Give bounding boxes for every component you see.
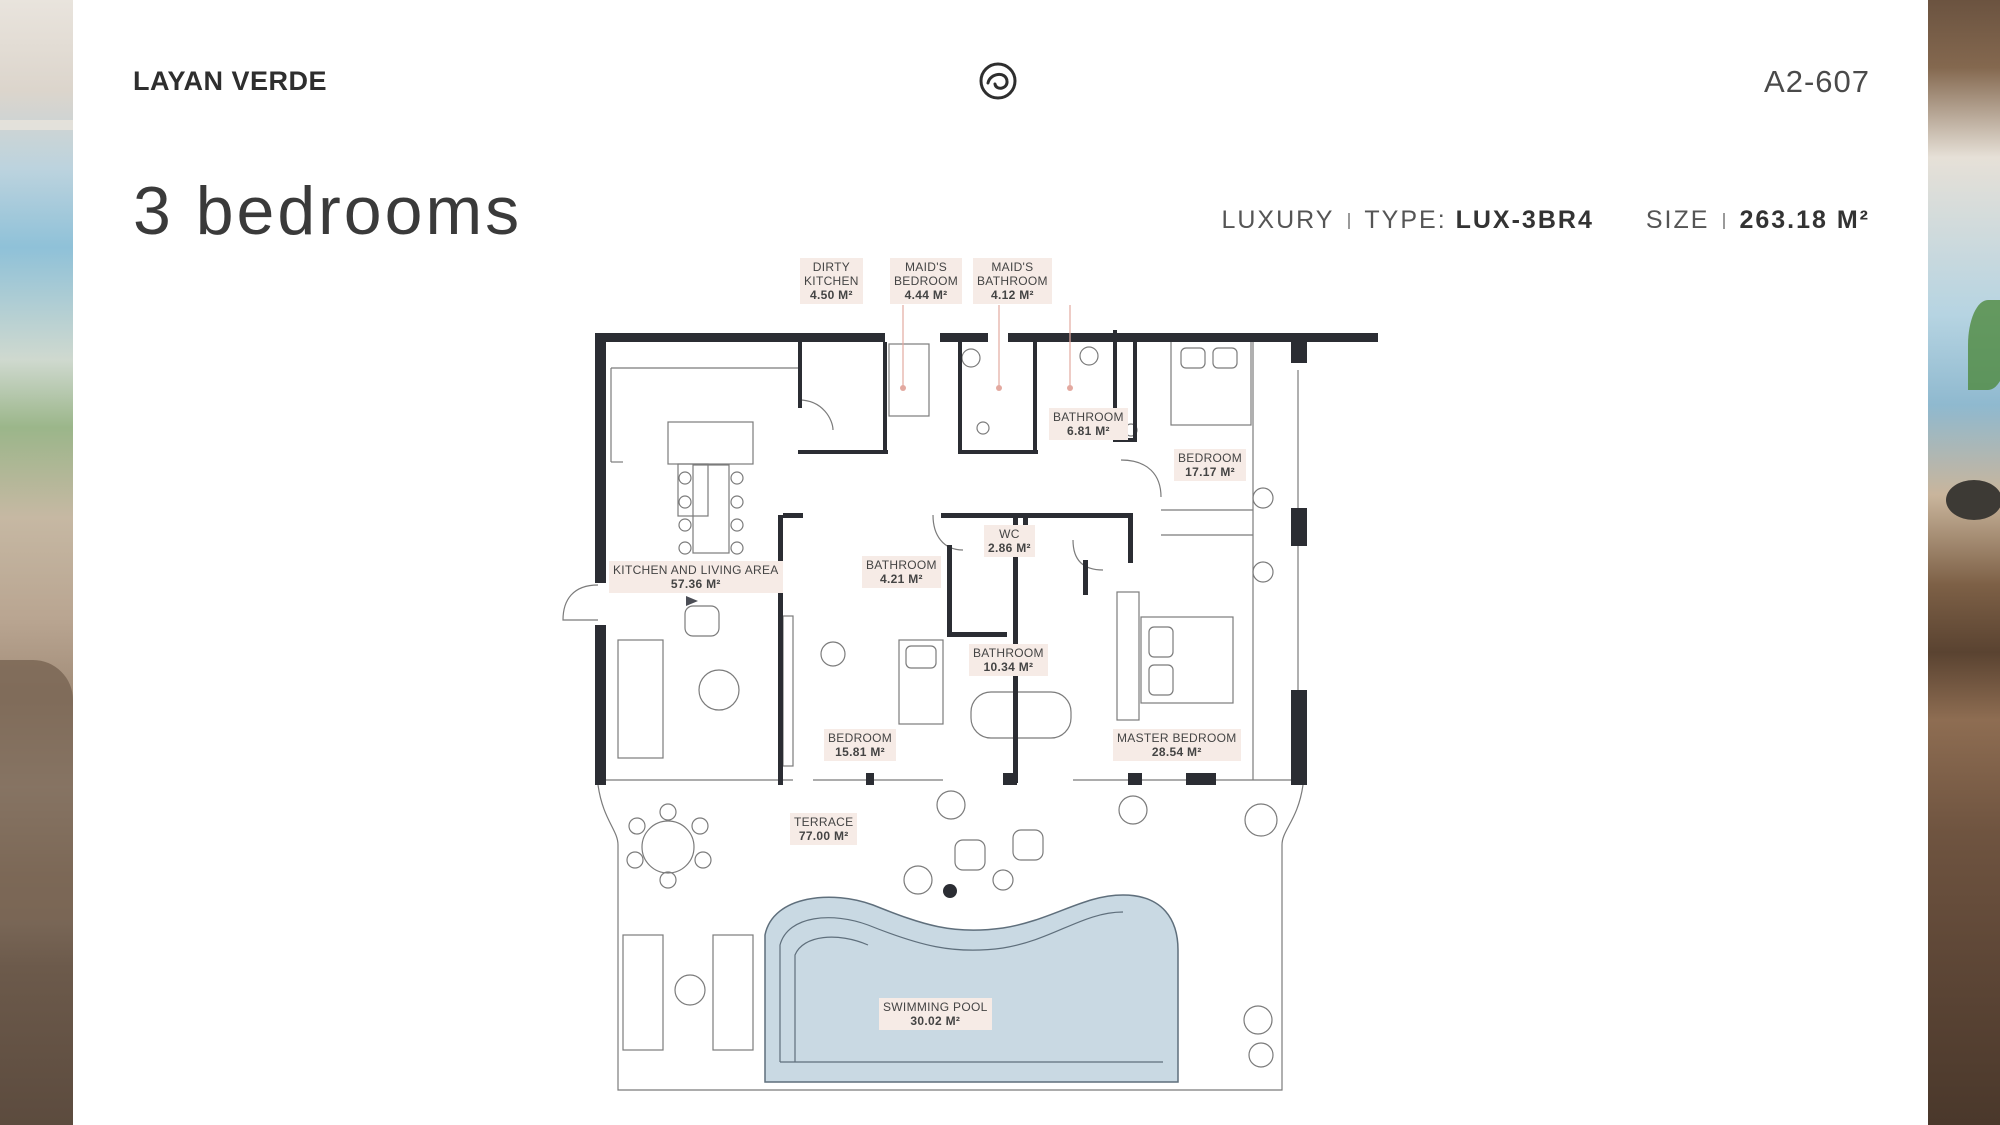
room-name: MAID'S <box>991 260 1034 274</box>
room-area: 4.12 M² <box>991 288 1034 302</box>
room-area: 30.02 M² <box>910 1014 961 1028</box>
room-name: KITCHEN <box>804 274 859 288</box>
balcony-rail <box>0 120 73 130</box>
room-area: 77.00 M² <box>798 829 849 843</box>
room-label-maids-bedroom: MAID'S BEDROOM 4.44 M² <box>890 258 963 304</box>
armchair <box>0 660 73 920</box>
room-name: DIRTY <box>812 260 851 274</box>
brand-name: LAYAN VERDE <box>133 66 328 96</box>
room-label-swimming-pool: SWIMMING POOL 30.02 M² <box>879 998 992 1030</box>
room-area: 15.81 M² <box>835 745 885 759</box>
size-value: 263.18 M² <box>1739 206 1870 234</box>
size-label: SIZE <box>1645 206 1710 234</box>
room-label-wc: WC 2.86 M² <box>984 525 1035 557</box>
room-area: 10.34 M² <box>983 660 1034 674</box>
room-label-maids-bathroom: MAID'S BATHROOM 4.12 M² <box>973 258 1052 304</box>
room-label-bedroom-right: BEDROOM 17.17 M² <box>1174 449 1247 481</box>
divider <box>1723 213 1726 230</box>
divider <box>1348 213 1351 230</box>
room-label-bathroom-mid: BATHROOM 4.21 M² <box>862 556 941 588</box>
room-name: BEDROOM <box>828 731 893 745</box>
unit-code: A2-607 <box>1764 64 1870 99</box>
floorplan-sheet: LAYAN VERDE A2-607 3 bedrooms LUXURY TYPE… <box>73 0 1928 1125</box>
category-label: LUXURY <box>1221 206 1335 234</box>
room-name: SWIMMING POOL <box>883 1000 988 1014</box>
room-area: 4.21 M² <box>880 572 923 586</box>
room-label-terrace: TERRACE 77.00 M² <box>790 813 858 845</box>
label-leader-lines <box>902 305 1071 386</box>
room-area: 28.54 M² <box>1151 745 1202 759</box>
room-name: WC <box>999 527 1020 541</box>
circle-swirl-logo-icon <box>979 62 1017 100</box>
room-name: BATHROOM <box>1053 410 1124 424</box>
room-area: 57.36 M² <box>670 577 721 591</box>
type-value: LUX-3BR4 <box>1455 206 1594 234</box>
room-name: BATHROOM <box>866 558 937 572</box>
room-area: 17.17 M² <box>1185 465 1235 479</box>
type-label: TYPE: <box>1364 206 1447 234</box>
plant-leaf <box>1968 300 2000 390</box>
room-name: TERRACE <box>794 815 854 829</box>
plan-walls <box>595 330 1378 785</box>
room-name: MASTER BEDROOM <box>1117 731 1237 745</box>
room-area: 2.86 M² <box>988 541 1031 555</box>
room-name: BATHROOM <box>973 646 1044 660</box>
room-name: MAID'S <box>905 260 948 274</box>
room-name: KITCHEN AND LIVING AREA <box>613 563 779 577</box>
background-photo-left <box>0 0 73 1125</box>
floor-plan <box>562 305 1378 1091</box>
decor-bowl <box>1946 480 2000 520</box>
unit-specs: LUXURY TYPE: LUX-3BR4 SIZE 263.18 M² <box>1221 206 1870 235</box>
room-label-bathroom-top: BATHROOM 6.81 M² <box>1049 408 1128 440</box>
room-name: BEDROOM <box>1178 451 1243 465</box>
room-area: 4.44 M² <box>904 288 948 302</box>
room-label-bathroom-large: BATHROOM 10.34 M² <box>969 644 1048 676</box>
page-title: 3 bedrooms <box>133 173 523 249</box>
room-name: BATHROOM <box>977 274 1048 288</box>
background-photo-right <box>1928 0 2000 1125</box>
room-label-bedroom-mid: BEDROOM 15.81 M² <box>824 729 897 761</box>
swimming-pool <box>764 894 1179 1083</box>
room-label-master-bedroom: MASTER BEDROOM 28.54 M² <box>1113 729 1241 761</box>
room-area: 6.81 M² <box>1067 424 1110 438</box>
room-label-kitchen-living: KITCHEN AND LIVING AREA 57.36 M² <box>609 561 783 593</box>
room-name: BEDROOM <box>894 274 959 288</box>
room-label-dirty-kitchen: DIRTY KITCHEN 4.50 M² <box>800 258 863 304</box>
room-area: 4.50 M² <box>809 288 853 302</box>
